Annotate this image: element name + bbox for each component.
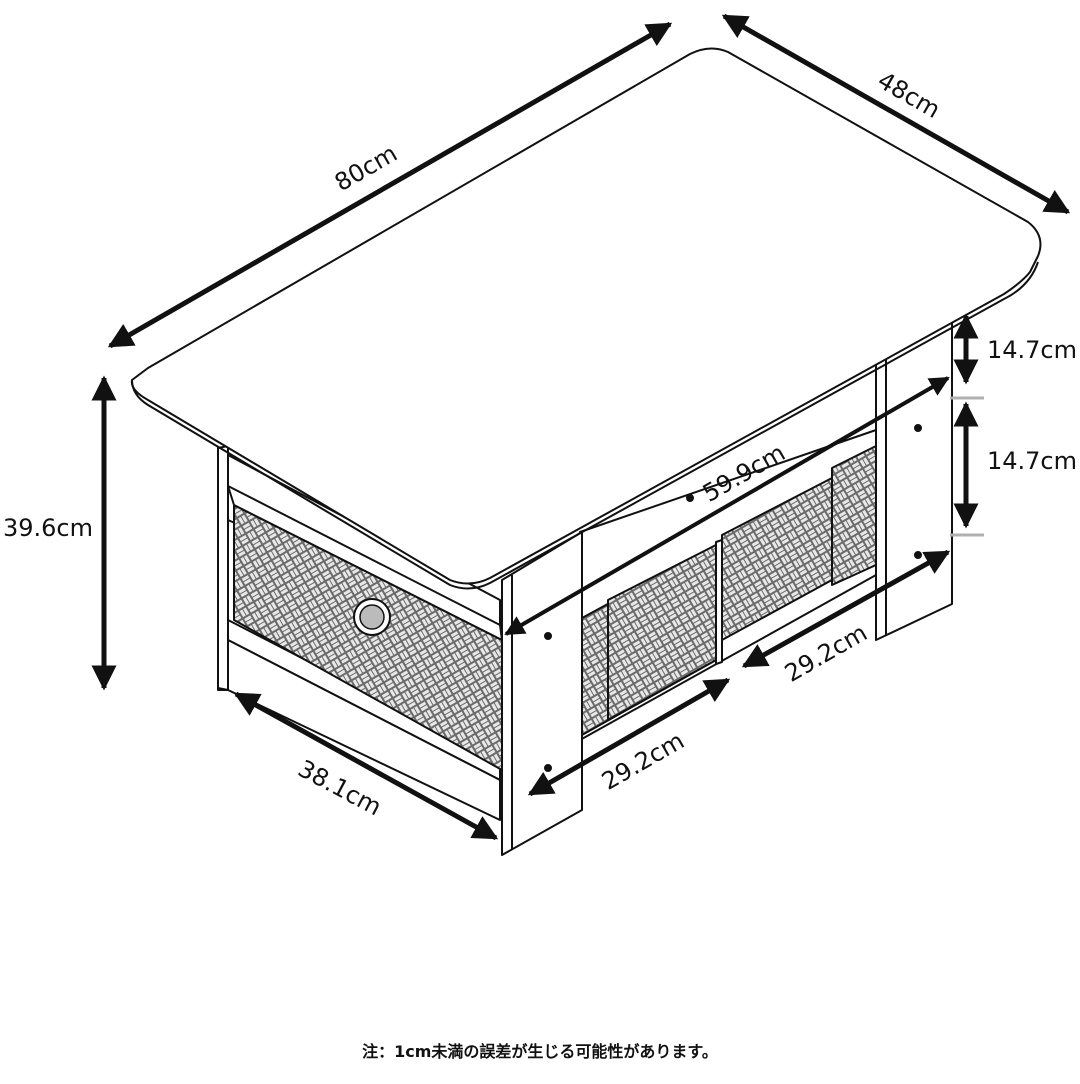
upper-gap-label: 14.7cm (987, 336, 1077, 364)
bin-depth-arrow (233, 691, 499, 841)
width-arrow (107, 21, 673, 349)
bin-width-left-label: 29.2cm (597, 726, 689, 795)
bin-width-left-arrow (527, 677, 731, 797)
height-markers (950, 396, 984, 537)
bin-height-label: 14.7cm (987, 447, 1077, 475)
middle-divider (715, 539, 723, 665)
bin-handle-icon (353, 598, 391, 636)
front-left-leg (217, 445, 229, 691)
coffee-table (130, 47, 1042, 856)
height-label: 39.6cm (3, 514, 93, 542)
front-right-leg (501, 531, 583, 856)
tolerance-note: 注：1cm未満の誤差が生じる可能性があります。 (362, 1042, 718, 1061)
dimension-arrows (91, 13, 1071, 841)
inner-width-arrow (504, 376, 950, 636)
width-label: 80cm (330, 139, 402, 197)
bin-width-right-label: 29.2cm (780, 618, 872, 687)
back-right-leg (875, 317, 953, 641)
depth-label: 48cm (873, 66, 945, 124)
depth-arrow (721, 13, 1071, 215)
bin-depth-label: 38.1cm (293, 754, 386, 821)
